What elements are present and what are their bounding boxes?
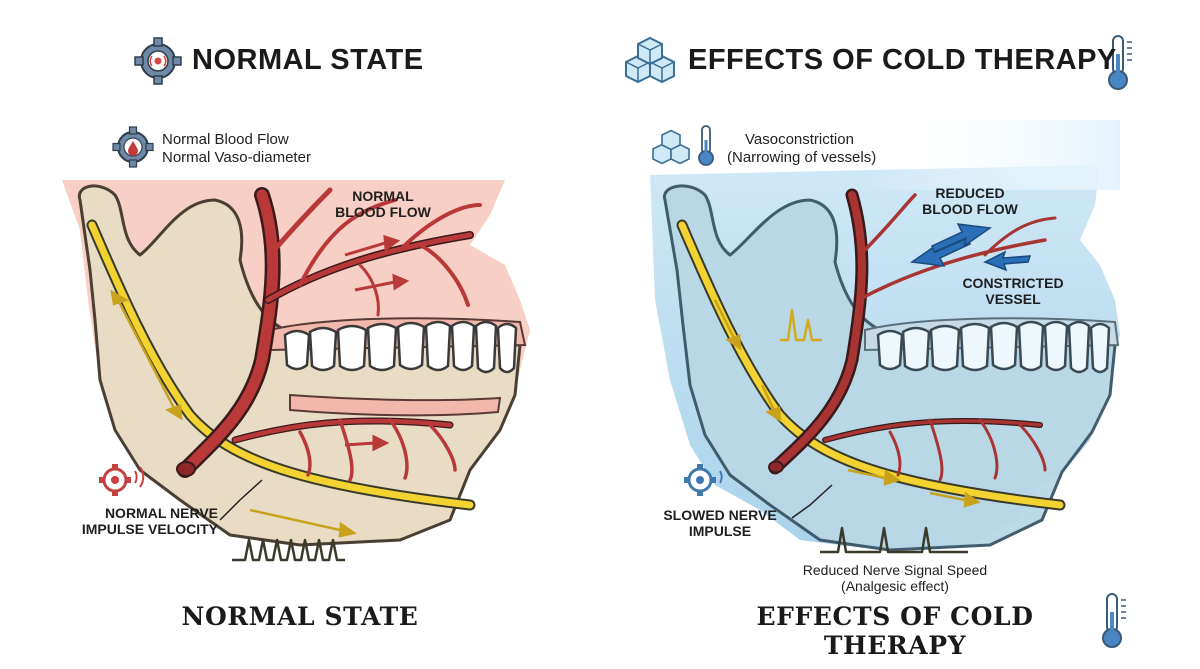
reduced-flow-label: REDUCED BLOOD FLOW (900, 185, 1040, 217)
normal-flow-line1: NORMAL (352, 188, 414, 204)
reduced-signal-line1: Reduced Nerve Signal Speed (802, 562, 988, 578)
normal-nerve-line2: IMPULSE VELOCITY (81, 521, 218, 538)
reduced-flow-arrows (909, 223, 1032, 272)
slowed-nerve-line1: SLOWED NERVE (663, 507, 777, 523)
frost-overlay (860, 120, 1120, 190)
constricted-vessel-line2: VESSEL (985, 291, 1041, 308)
signal-wave-icon (820, 526, 968, 554)
signal-wave-icon (780, 308, 822, 342)
normal-legend-line2: Normal Vaso-diameter (162, 149, 311, 166)
signal-wave-icon (232, 538, 345, 562)
gear-icon (684, 464, 723, 496)
thermometer-icon (698, 125, 714, 166)
slowed-nerve-label: SLOWED NERVE IMPULSE (650, 507, 790, 539)
normal-state-title: NORMAL STATE (192, 44, 424, 76)
ice-cubes-icon (625, 36, 675, 84)
teeth-cold (876, 320, 1111, 374)
normal-flow-line2: BLOOD FLOW (335, 204, 431, 221)
normal-nerve-line1: NORMAL NERVE (104, 505, 218, 521)
slowed-nerve-line2: IMPULSE (688, 523, 752, 540)
cold-legend-line2: (Narrowing of vessels) (727, 149, 877, 166)
thermometer-icon (1108, 35, 1132, 90)
artery-normal (176, 187, 482, 482)
normal-state-panel (62, 37, 530, 562)
nerve-leader-line (219, 479, 263, 521)
normal-nerve-label: NORMAL NERVE IMPULSE VELOCITY (54, 505, 218, 537)
reduced-signal-line2: (Analgesic effect) (841, 578, 949, 595)
cold-legend-line1: Vasoconstriction (745, 131, 854, 148)
reduced-flow-line1: REDUCED (935, 185, 1005, 201)
gear-icon (134, 37, 182, 85)
ice-cubes-icon (652, 129, 690, 165)
gear-icon (99, 464, 145, 496)
normal-state-footer: NORMAL STATE (181, 602, 419, 631)
normal-legend-line1: Normal Blood Flow (162, 131, 289, 148)
impulse-arrows-normal (110, 289, 358, 538)
cold-therapy-panel (625, 35, 1132, 648)
cold-therapy-footer: EFFECTS OF COLD THERAPY (756, 602, 1034, 660)
artery-constricted (768, 188, 1057, 482)
flow-arrows-normal (344, 234, 410, 452)
impulse-arrows-cold (713, 299, 981, 508)
lower-gum (289, 393, 502, 417)
blood-drop-icon (128, 141, 138, 156)
thermometer-icon (1102, 593, 1126, 648)
cold-therapy-title: EFFECTS OF COLD THERAPY (688, 44, 1117, 76)
reduced-signal-label: Reduced Nerve Signal Speed (Analgesic ef… (770, 562, 1020, 594)
nerve-leader-line (791, 484, 833, 519)
normal-flow-label: NORMAL BLOOD FLOW (318, 188, 448, 220)
teeth-normal (283, 320, 518, 374)
reduced-flow-line2: BLOOD FLOW (922, 201, 1018, 218)
constricted-vessel-label: CONSTRICTED VESSEL (948, 275, 1078, 307)
constricted-vessel-line1: CONSTRICTED (962, 275, 1064, 291)
gear-icon (112, 126, 154, 168)
